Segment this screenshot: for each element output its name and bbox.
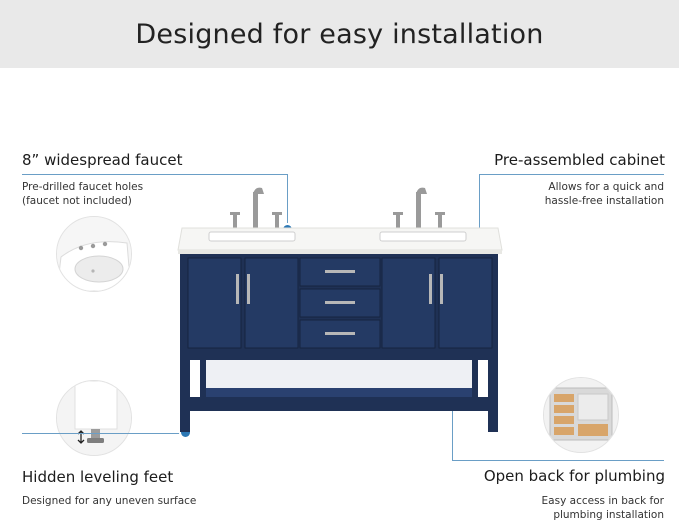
faucet-leader-line [22,174,287,175]
right-faucet-icon [393,187,445,230]
feature-back-desc: Easy access in back for plumbing install… [541,495,664,521]
feature-feet-title: Hidden leveling feet [22,468,174,486]
faucet-leader-line-vertical [287,174,288,228]
page-title: Designed for easy installation [135,18,544,50]
left-faucet-icon [230,187,282,230]
feet-leader-line [22,433,186,434]
leveling-foot-icon [56,380,132,456]
cabinet-leader-line [479,174,664,175]
cabinet-leader-line-vertical [479,174,480,254]
header-banner: Designed for easy installation [0,0,679,68]
open-back-icon [543,377,619,453]
feet-callout-dot [181,428,190,437]
feature-cabinet-title: Pre-assembled cabinet [494,151,665,169]
feature-feet-desc: Designed for any uneven surface [22,495,197,507]
vanity-illustration [177,187,503,432]
feature-cabinet-desc: Allows for a quick and hassle-free insta… [544,181,664,207]
feature-faucet-title: 8” widespread faucet [22,151,183,169]
feature-back-title: Open back for plumbing [483,467,665,485]
feature-faucet-desc: Pre-drilled faucet holes (faucet not inc… [22,181,144,207]
back-leader-line [452,460,664,461]
faucet-holes-icon [56,216,132,292]
